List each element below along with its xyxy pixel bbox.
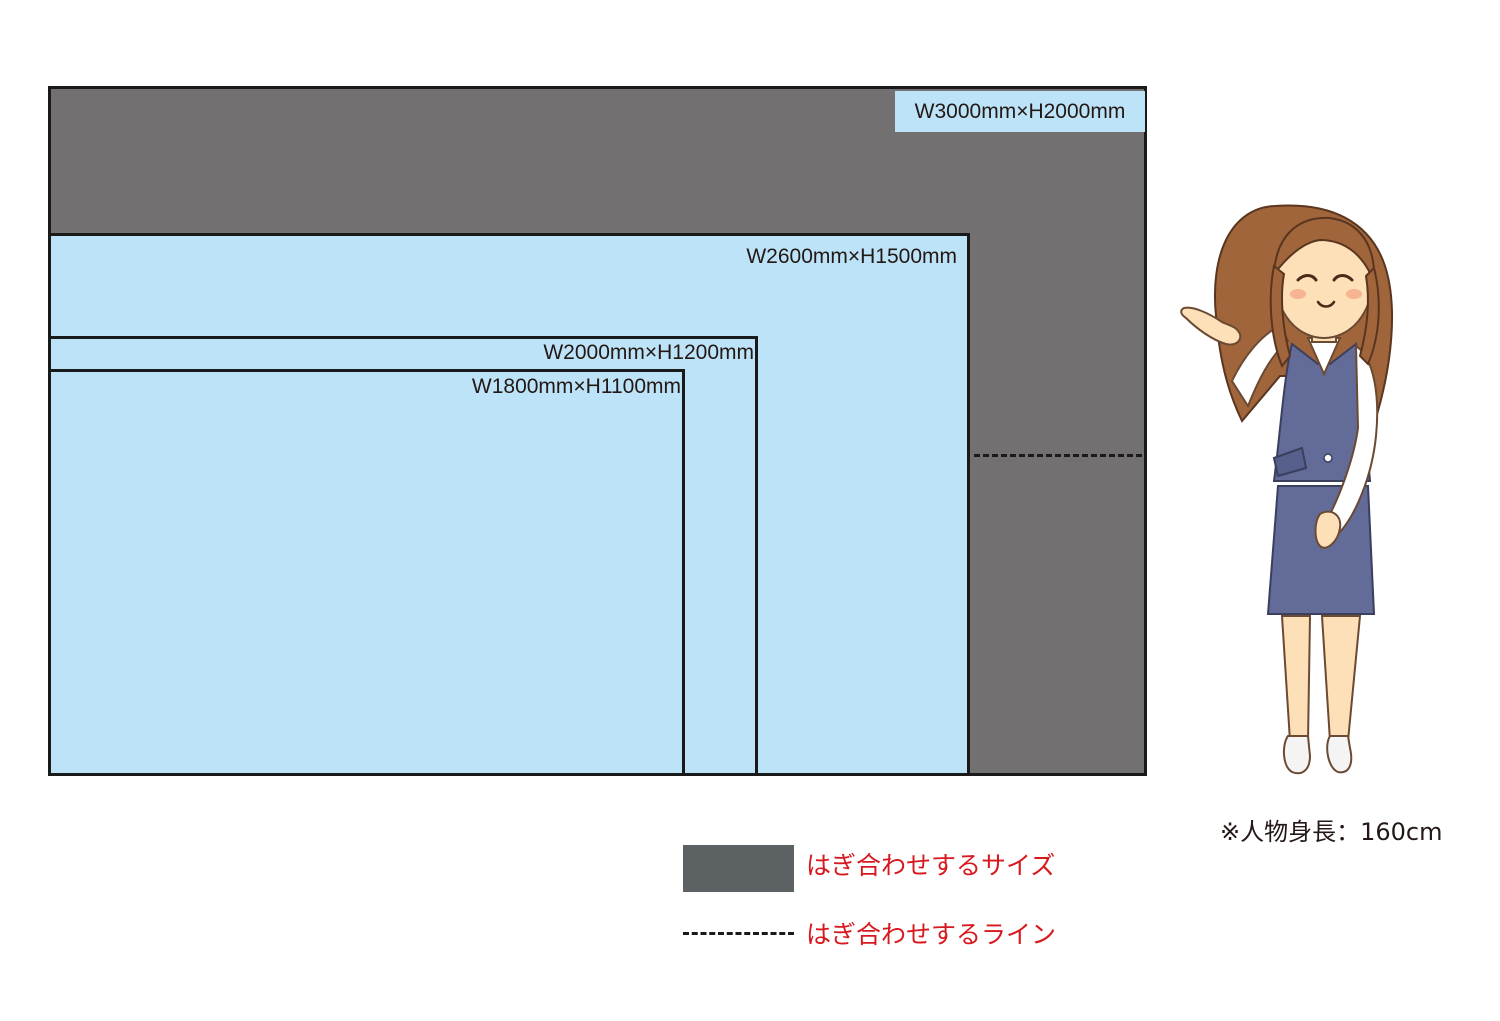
- size-rect-w1800: [48, 369, 685, 776]
- size-label-w2000: W2000mm×H1200mm: [543, 342, 754, 363]
- legend-joined-size-swatch: [683, 845, 794, 892]
- legend-joined-size-label: はぎ合わせするサイズ: [806, 853, 1055, 878]
- presenter-woman-illustration: [1170, 196, 1410, 786]
- joining-line: [974, 454, 1142, 457]
- legend-joining-line-swatch: [683, 932, 794, 935]
- size-label-w3000: W3000mm×H2000mm: [895, 91, 1145, 132]
- size-label-w1800: W1800mm×H1100mm: [472, 376, 681, 397]
- person-height-note: ※人物身長：160cm: [1220, 820, 1443, 844]
- legend-joining-line-label: はぎ合わせするライン: [806, 922, 1056, 947]
- size-label-w2600: W2600mm×H1500mm: [746, 246, 957, 267]
- size-label-w3000-text: W3000mm×H2000mm: [915, 101, 1126, 122]
